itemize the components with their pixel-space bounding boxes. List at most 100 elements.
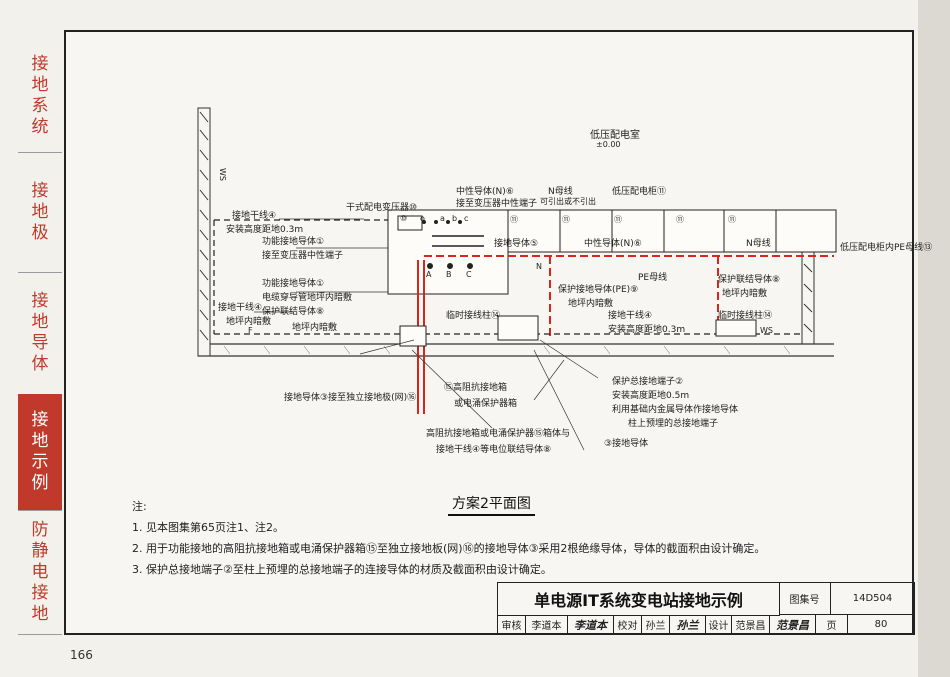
ws-label-b: WS (760, 326, 773, 335)
bus-c: C (466, 270, 472, 279)
sidebar-tab-char: 电 (31, 561, 49, 582)
label-floor-hidden-d: 地坪内暗敷 (722, 289, 768, 299)
ws-label: WS (218, 168, 227, 181)
sidebar-tab-ground-electrode[interactable]: 接地极 (18, 152, 62, 273)
label-install-height-05: 安装高度距地0.5m (612, 391, 690, 401)
label-neutral-6: 中性导体(N)⑥ (456, 187, 514, 197)
sidebar-tab-char: 地 (31, 312, 49, 332)
lv-cabinets (507, 209, 837, 253)
sidebar-tab-char: 导 (31, 333, 49, 353)
sidebar-tab-char: 示 (31, 452, 49, 472)
label-pe-bus: PE母线 (638, 273, 668, 283)
atlas-label: 图集号 (779, 583, 831, 615)
label-main-conductor-4b: 接地干线④ (218, 303, 263, 313)
sidebar-tab-ground-conductor[interactable]: 接地导体 (18, 272, 62, 395)
right-wall (801, 237, 815, 345)
sidebar-tab-char: 统 (31, 117, 49, 137)
check-label: 校对 (614, 615, 642, 635)
label-to-trans-neutral: 接至变压器中性端子 (456, 199, 538, 209)
room-name: 低压配电室 (590, 130, 640, 141)
panel-number-4: ⑪ (676, 215, 684, 224)
label-column-note-1: 利用基础内金属导体作接地导体 (612, 405, 739, 415)
drawing-frame (64, 30, 914, 635)
cabinet-number: ⑩ (400, 214, 408, 223)
checker-name: 孙兰 (642, 615, 670, 635)
label-pe-conductor-9: 保护接地导体(PE)⑨ (558, 285, 639, 295)
elevation-label: ±0.00 (596, 140, 621, 149)
terminal-a: a (440, 214, 445, 223)
note-item: 3. 保护总接地端子②至柱上预埋的总接地端子的连接导体的材质及截面积由设计确定。 (132, 563, 552, 576)
n-label: N (536, 262, 542, 271)
floor-hatch (223, 345, 791, 355)
label-pe-in-cabinet: 低压配电柜内PE母线⑬ (840, 243, 933, 253)
label-floor-hidden: 地坪内暗敷 (226, 317, 272, 327)
callout-leaders (254, 218, 599, 451)
next-page-edge (918, 0, 950, 677)
sidebar-tab-char: 极 (31, 222, 49, 243)
panel-number-1: ⑪ (510, 215, 518, 224)
label-to-transformer: 接至变压器中性端子 (262, 251, 344, 261)
panel-number-2: ⑪ (562, 215, 570, 224)
drawing-title: 单电源IT系统变电站接地示例 (498, 583, 780, 616)
left-wall (197, 107, 211, 357)
terminal-c: c (464, 214, 469, 223)
sidebar-tab-char: 系 (31, 96, 49, 116)
bus-terminals (422, 220, 473, 269)
sidebar-tab-char: 体 (31, 354, 49, 374)
label-func-conductor: 功能接地导体① (262, 237, 325, 247)
note-item: 1. 见本图集第65页注1、注2。 (132, 521, 284, 534)
label-lv-cabinet: 低压配电柜⑪ (612, 187, 667, 197)
sidebar-tab-char: 接 (31, 180, 49, 201)
label-temp-terminal: 临时接线柱⑭ (446, 311, 501, 321)
sidebar-tab-char: 静 (31, 540, 49, 561)
label-install-height: 安装高度距地0.3m (226, 225, 304, 235)
sidebar-tab-char: 接 (31, 410, 49, 430)
page-label: 页 (816, 615, 848, 635)
label-temp-terminal-b: 临时接线柱⑭ (718, 311, 773, 321)
label-conductor-5: 接地导体⑤ (494, 239, 539, 249)
sidebar-tab-char: 地 (31, 603, 49, 624)
label-floor-hidden-b: 地坪内暗敷 (292, 323, 338, 333)
sidebar-tab-char: 接 (31, 291, 49, 311)
page-number: 80 (848, 615, 915, 635)
sidebar-tab-char: 地 (31, 201, 49, 222)
label-protect-terminal-2: 保护总接地端子② (612, 377, 684, 387)
panel-number-5: ⑪ (728, 215, 736, 224)
bus-b: B (446, 270, 452, 279)
designer-name: 范景昌 (732, 615, 770, 635)
sidebar-tab-char: 接 (31, 582, 49, 603)
notes-heading: 注: (132, 500, 147, 513)
sidebar-tab-grounding-system[interactable]: 接地系统 (18, 40, 62, 153)
note-item: 2. 用于功能接地的高阻抗接地箱或电涌保护器箱⑮至独立接地板(网)⑯的接地导体③… (132, 542, 766, 555)
label-hr-box: ⑮高阻抗接地箱 (444, 383, 508, 393)
label-hr-box-2: 或电涌保护器箱 (454, 399, 518, 409)
title-block: 单电源IT系统变电站接地示例 图集号 14D504 审核 李道本 李道本 校对 … (497, 582, 915, 635)
label-cable-floor: 电缆穿导管地坪内暗敷 (262, 293, 353, 303)
column (497, 315, 539, 341)
book-page-number: 166 (70, 648, 93, 662)
label-main-conductor-4: 接地干线④ (232, 211, 277, 221)
transformer (387, 209, 509, 295)
sidebar-tab-char: 防 (31, 519, 49, 540)
label-func-conductor-b: 功能接地导体① (262, 279, 325, 289)
panel-number-3: ⑪ (614, 215, 622, 224)
label-conductor-3: ③接地导体 (604, 439, 649, 449)
floor-plan-drawing (197, 107, 837, 451)
terminal-b: b (452, 214, 458, 223)
hr-box (399, 325, 427, 347)
label-main-conductor-4c: 接地干线④ (608, 311, 653, 321)
sidebar-tab-char: 地 (31, 75, 49, 95)
label-install-height-b: 安装高度距地0.3m (608, 325, 686, 335)
label-dry-transformer: 干式配电变压器⑩ (346, 203, 418, 213)
sidebar-tab-antistatic[interactable]: 防静电接地 (18, 510, 62, 635)
sidebar-tab-char: 接 (31, 54, 49, 74)
reviewer-signature: 李道本 (568, 615, 614, 635)
label-neutral-6b: 中性导体(N)⑥ (584, 239, 642, 249)
label-floor-hidden-c: 地坪内暗敷 (568, 299, 614, 309)
sidebar-tab-grounding-example[interactable]: 接地示例 (18, 394, 62, 511)
designer-signature: 范景昌 (770, 615, 816, 635)
label-column-note-2: 柱上预埋的总接地端子 (628, 419, 719, 429)
notes-block: 注: 1. 见本图集第65页注1、注2。 2. 用于功能接地的高阻抗接地箱或电涌… (132, 496, 765, 580)
atlas-number: 14D504 (831, 583, 915, 615)
design-label: 设计 (706, 615, 732, 635)
